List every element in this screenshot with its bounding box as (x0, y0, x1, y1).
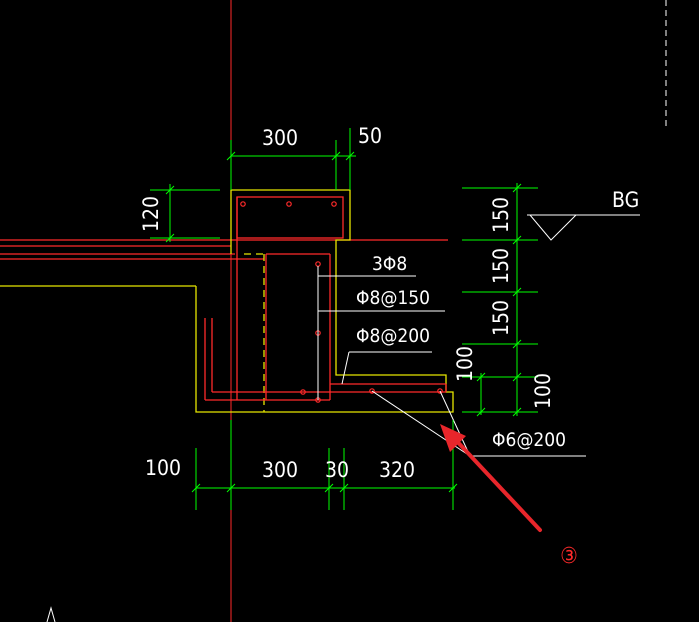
dim-bottom-w3: 320 (379, 458, 415, 482)
ucs-mark (46, 606, 56, 622)
dim-top-width: 300 (262, 126, 298, 150)
dim-inner-h: 100 (453, 346, 477, 382)
rebar-main-label: 3Φ8 (372, 253, 407, 275)
slab-rebar-label: Φ6@200 (492, 429, 566, 451)
dim-bottom-w1: 300 (262, 458, 298, 482)
elevation-label: BG (612, 188, 639, 212)
stirrup-label-1: Φ8@150 (356, 287, 430, 309)
dim-top-height: 120 (139, 196, 163, 232)
annotation-arrow (440, 424, 542, 532)
dim-right-h3: 150 (489, 300, 513, 336)
dim-bottom-w2: 30 (325, 458, 349, 482)
dim-right-h2: 150 (489, 248, 513, 284)
callout-marker: ③ (560, 544, 578, 569)
stirrup-label-2: Φ8@200 (356, 325, 430, 347)
dim-bottom-left: 100 (145, 456, 181, 480)
dimension-lines (150, 128, 538, 510)
concrete-outline (195, 189, 454, 413)
rebar-cage (204, 196, 447, 401)
dim-top-offset: 50 (358, 124, 382, 148)
elevation-symbol (527, 214, 640, 241)
dim-right-h4: 100 (531, 373, 555, 409)
dim-right-h1: 150 (489, 197, 513, 233)
